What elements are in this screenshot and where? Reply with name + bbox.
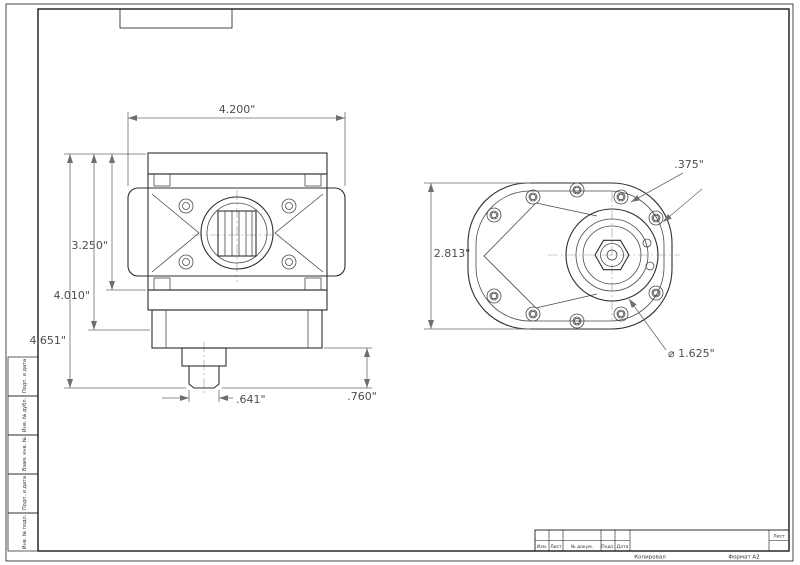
dim-hole-label: .375" [674,158,704,171]
side-view [467,182,680,330]
title-block: Изм. Лист № докум. Подп. Дата Лист Копир… [534,529,790,561]
margin-label-3: Взам. инв. № [22,436,28,471]
dim-mid-height-label: 4.010" [53,289,90,302]
front-view-dimensions: 4.200" 3.250" 4.010" 4.651" .641" .760" [29,103,376,406]
margin-label-2: Инв. № дубл. [22,397,28,432]
title-col-list: Лист [550,544,562,550]
gear-bore [200,196,274,270]
copied-label: Копировал [634,555,666,561]
title-sheet-label: Лист [773,534,785,540]
title-col-izm: Изм. [537,544,548,550]
format-label: Формат A2 [728,555,759,561]
dim-side-height-label: 2.813" [434,247,471,260]
dim-total-height-label: 4.651" [29,334,66,347]
side-bolt-ring [486,182,664,329]
title-col-doc: № докум. [571,544,593,550]
dim-lower-length-label: .760" [347,390,377,403]
dim-bore-label: ⌀ 1.625" [668,347,715,360]
center-boss [565,208,659,302]
dim-shaft-dia-label: .641" [236,393,266,406]
margin-label-1: Подп. и дата [22,359,28,393]
side-view-dimensions: 2.813" .375" ⌀ 1.625" [424,158,715,360]
front-view [127,152,346,396]
front-bolt-holes [178,198,297,270]
title-col-date: Дата [617,544,629,550]
top-left-stamp [119,8,233,29]
drawing-frame [5,3,794,562]
dim-flange-height-label: 3.250" [71,239,108,252]
margin-label-5: Инв. № подл. [22,514,28,549]
dim-width-label: 4.200" [219,103,256,116]
margin-label-4: Подп. и дата [22,476,28,510]
title-col-sign: Подп. [601,544,615,550]
margin-column: Подп. и дата Инв. № дубл. Взам. инв. № П… [7,356,39,552]
